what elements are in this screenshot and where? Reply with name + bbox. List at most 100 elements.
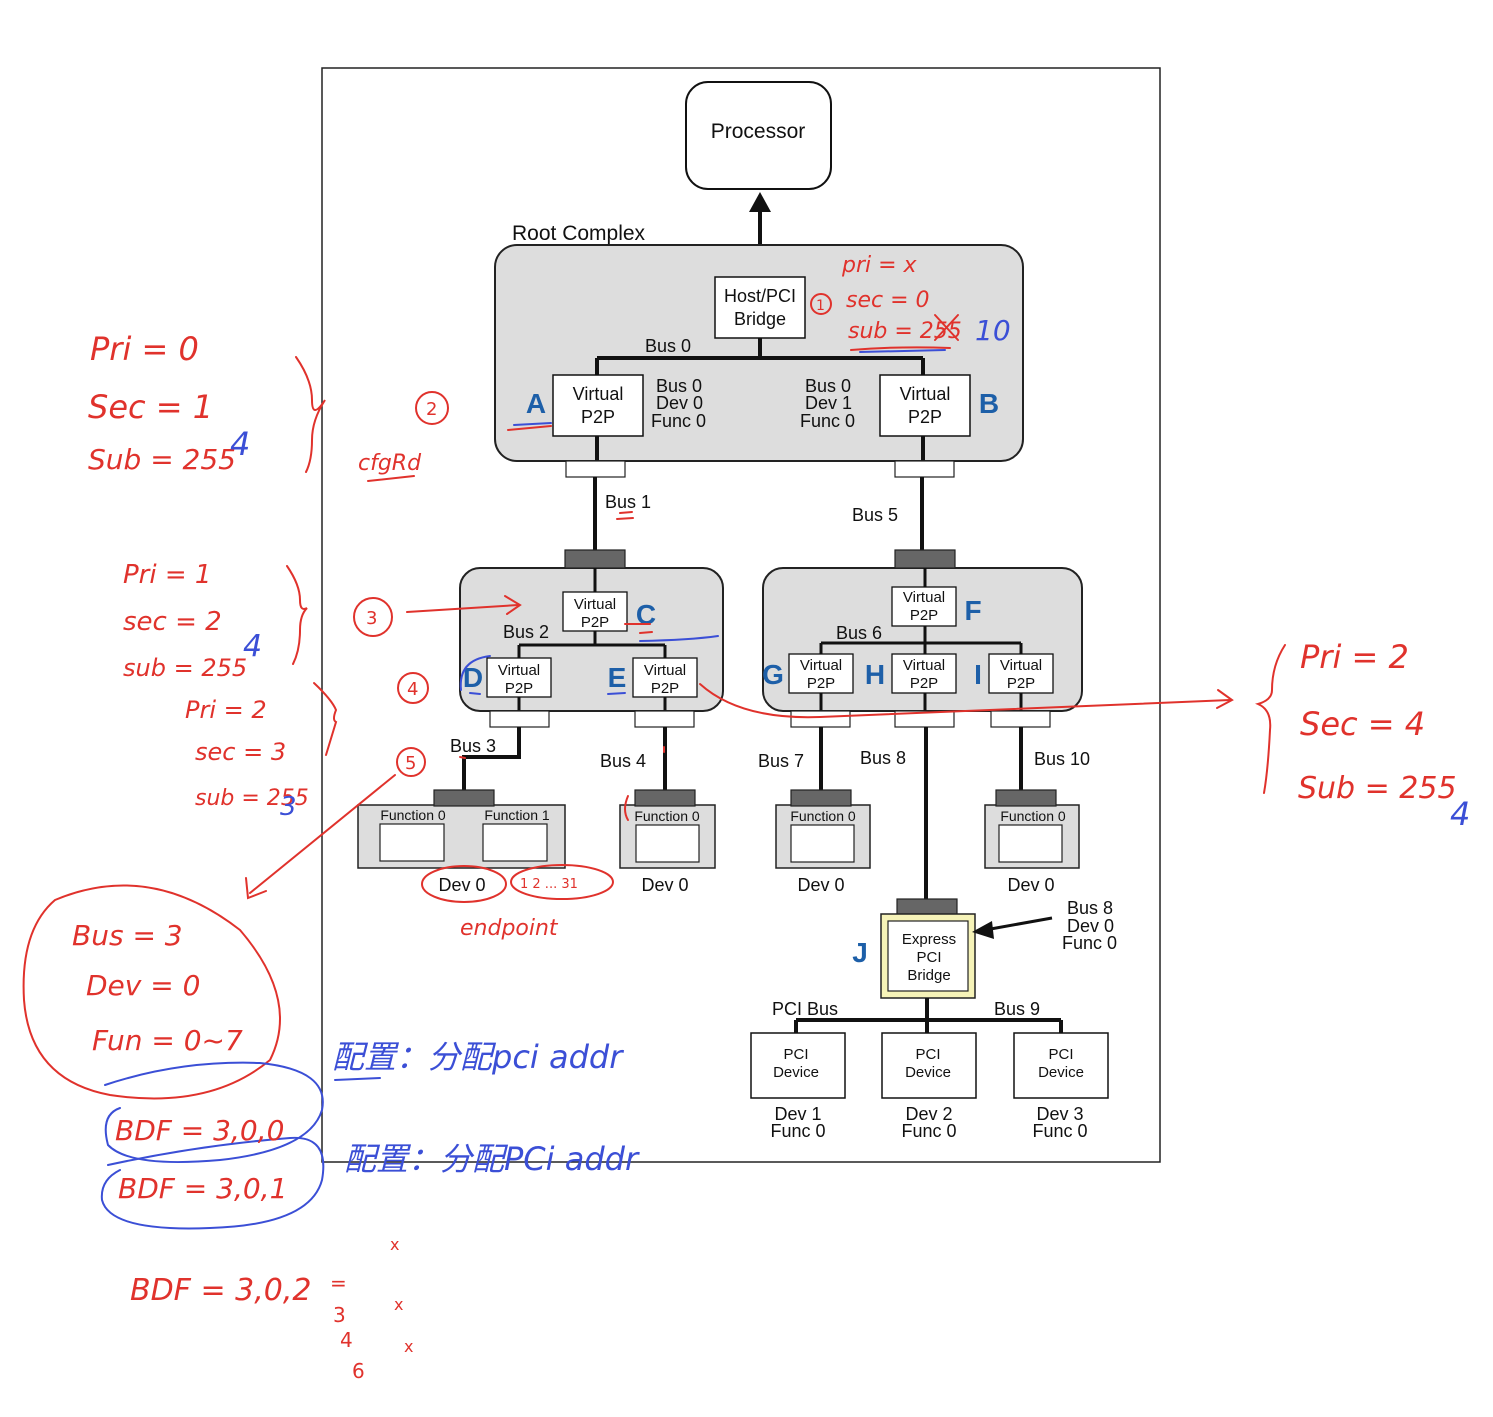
svg-text:P2P: P2P: [807, 675, 835, 692]
step5-label: 5: [405, 753, 416, 774]
letter-g: G: [762, 659, 784, 690]
x-mark-2: x: [394, 1295, 403, 1314]
svg-text:P2P: P2P: [910, 607, 938, 624]
circle-dev: Dev = 0: [86, 969, 200, 1002]
host-note-step1: 1: [816, 298, 825, 314]
left-a-sec: Sec = 1: [88, 388, 213, 426]
right-f-sub-fix: 4: [1450, 795, 1470, 833]
bdf-j-dev: Dev 0: [1067, 916, 1114, 936]
bus10-label: Bus 10: [1034, 749, 1090, 769]
svg-text:Dev 1: Dev 1: [774, 1104, 821, 1124]
virtual-p2p-g: [788, 653, 854, 694]
bus8-label: Bus 8: [860, 748, 906, 768]
svg-text:Dev 3: Dev 3: [1036, 1104, 1083, 1124]
svg-text:PCI: PCI: [783, 1046, 808, 1063]
svg-text:Device: Device: [773, 1064, 819, 1081]
bus4-dev0: Dev 0: [641, 875, 688, 895]
blue-annotations: [100, 349, 946, 1230]
svg-text:Func 0: Func 0: [1032, 1121, 1087, 1141]
blue-notes: 10 4 4 3 4 配置：分配pci addr 配置：分配PCi addr: [230, 314, 1470, 1178]
processor-box: [685, 81, 832, 190]
bdf-j-func: Func 0: [1062, 933, 1117, 953]
letter-b: B: [979, 388, 999, 419]
left-a-sub: Sub = 255: [88, 443, 236, 476]
svg-text:Virtual: Virtual: [1000, 657, 1042, 674]
port-b: [894, 460, 955, 478]
arrow-left-icon: [972, 921, 994, 939]
svg-text:Virtual: Virtual: [900, 384, 951, 404]
letter-d: D: [463, 662, 483, 693]
virtual-p2p-d: [486, 657, 552, 698]
left-c-sub: sub = 255: [123, 654, 247, 682]
bdf-3-0-0: BDF = 3,0,0: [115, 1114, 284, 1147]
host-bridge-line1: Host/PCI: [724, 286, 796, 306]
right-f-pri: Pri = 2: [1300, 638, 1409, 676]
letter-i: I: [974, 659, 982, 690]
host-note-sub-fix: 10: [975, 314, 1011, 347]
svg-text:Express: Express: [902, 931, 956, 948]
virtual-p2p-f: [891, 586, 957, 627]
switch-left-upport: [564, 549, 626, 569]
left-c-sec: sec = 2: [123, 607, 222, 637]
bus0-label: Bus 0: [645, 336, 691, 356]
left-a-sub-fix: 4: [230, 425, 250, 463]
svg-text:Dev 2: Dev 2: [905, 1104, 952, 1124]
bdf-3-0-1: BDF = 3,0,1: [118, 1172, 287, 1205]
x-mark-3: x: [404, 1337, 413, 1356]
bus6-label: Bus 6: [836, 623, 882, 643]
left-d-sub: sub = 255: [195, 786, 309, 811]
left-c-sub-fix: 4: [243, 629, 262, 664]
pci-device-2: [881, 1032, 977, 1099]
virtual-p2p-a: [552, 374, 644, 437]
svg-text:P2P: P2P: [581, 614, 609, 631]
host-note-sec: sec = 0: [846, 288, 930, 313]
left-d-sub-fix: 3: [280, 792, 297, 822]
red-notes: pri = x sec = 0 sub = 255 1 2 cfgRd 3 4 …: [72, 253, 1457, 1383]
circle-bus: Bus = 3: [72, 919, 183, 952]
svg-text:PCI: PCI: [1048, 1046, 1073, 1063]
bus9-label: Bus 9: [994, 999, 1040, 1019]
svg-text:P2P: P2P: [581, 407, 615, 427]
note-alloc-2: 配置：分配PCi addr: [344, 1140, 640, 1178]
bus2-label: Bus 2: [503, 622, 549, 642]
left-d-sec: sec = 3: [195, 738, 286, 766]
bdf-a-bus: Bus 0: [656, 376, 702, 396]
svg-text:P2P: P2P: [908, 407, 942, 427]
processor-label: Processor: [711, 120, 806, 143]
svg-text:P2P: P2P: [505, 680, 533, 697]
bus5-label: Bus 5: [852, 505, 898, 525]
svg-text:Virtual: Virtual: [498, 662, 540, 679]
red-annotations: [22, 293, 1286, 1100]
bdf-list-2: 3: [333, 1303, 346, 1327]
left-c-pri: Pri = 1: [123, 560, 211, 590]
bus3-label: Bus 3: [450, 736, 496, 756]
bus3-function0: Function 0: [380, 807, 446, 823]
pci-device-1: [750, 1032, 846, 1099]
letter-a: A: [526, 388, 546, 419]
endpoint-label: endpoint: [460, 916, 559, 941]
bdf-list-0: BDF = 3,0,2: [130, 1273, 311, 1308]
bus7-dev0: Dev 0: [797, 875, 844, 895]
svg-text:P2P: P2P: [651, 680, 679, 697]
left-a-pri: Pri = 0: [90, 330, 199, 368]
port-a: [565, 460, 626, 478]
func-range-label: 1 2 ... 31: [520, 877, 578, 892]
x-mark-1: x: [390, 1235, 399, 1254]
letter-c: C: [636, 599, 656, 630]
bdf-a-func: Func 0: [651, 411, 706, 431]
circle-fun: Fun = 0~7: [92, 1024, 243, 1057]
arrow-up-icon: [749, 192, 771, 212]
bdf-b-dev: Dev 1: [805, 393, 852, 413]
svg-text:Virtual: Virtual: [903, 657, 945, 674]
host-bridge-line2: Bridge: [734, 309, 786, 329]
bus4-label: Bus 4: [600, 751, 646, 771]
svg-text:Virtual: Virtual: [800, 657, 842, 674]
bus10-dev0: Dev 0: [1007, 875, 1054, 895]
svg-text:Virtual: Virtual: [903, 589, 945, 606]
note-alloc-1: 配置：分配pci addr: [332, 1038, 624, 1076]
letter-j: J: [852, 937, 868, 968]
svg-text:Func 0: Func 0: [901, 1121, 956, 1141]
step3-label: 3: [366, 608, 377, 629]
svg-text:PCI: PCI: [916, 949, 941, 966]
